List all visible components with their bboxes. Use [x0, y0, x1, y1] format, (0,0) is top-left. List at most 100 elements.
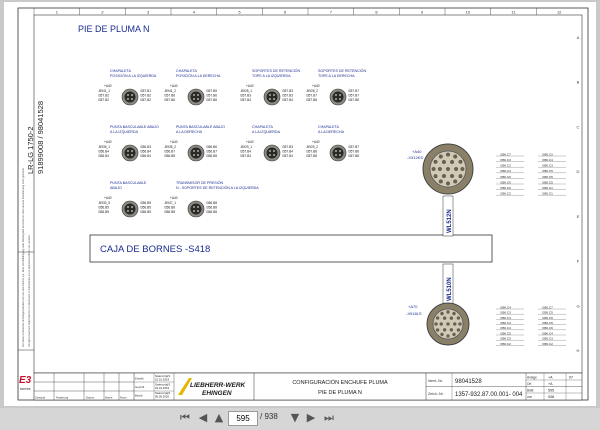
connector-right-label: /356.B8	[206, 206, 217, 210]
big-connector-pin	[446, 181, 450, 186]
cable-wl510n-label: WL510N	[447, 277, 453, 301]
big-connector-label: /356.C5	[500, 337, 511, 341]
down-arrow-icon[interactable]: ▼	[290, 411, 300, 424]
connector-left-label: /357.B2	[98, 94, 109, 98]
e3-series-label: series	[20, 386, 31, 391]
connector-pin	[269, 154, 271, 156]
big-connector-pin	[431, 167, 436, 171]
connector-pin	[197, 94, 199, 96]
connector-ref: +A40	[170, 140, 178, 144]
connector-left-label: -B929_1	[240, 145, 252, 149]
blatt-label: Blatt	[527, 389, 533, 393]
big-connector-1-ref: +A40	[412, 149, 422, 154]
rev-header: Änderung	[56, 396, 69, 400]
cable-wl512n-label: WL512N	[447, 209, 453, 233]
big-connector-pin	[446, 167, 450, 171]
connector-pin	[269, 98, 271, 100]
connector-right-label: /357.B8	[348, 150, 359, 154]
big-connector-pin	[442, 328, 447, 332]
connector-ref: +A40	[246, 84, 254, 88]
connector-right-label: /357.B1	[140, 89, 151, 93]
big-connector-label: /356.C4	[500, 316, 511, 320]
connector-right-label: /357.B6	[206, 98, 217, 102]
connector-title: N - SOPORTES DE RETENCIÓN A LA IZQUIERDA	[176, 185, 259, 190]
big-connector-label: /356.C5	[500, 331, 511, 335]
connector-left-label: -B947_1	[164, 201, 176, 205]
grid-number: 10	[466, 10, 471, 15]
next-page-icon[interactable]: ▶	[306, 411, 316, 424]
big-connector-label: /356.C5	[542, 321, 553, 325]
big-connector-pin	[454, 167, 459, 171]
connector-left-label: /356.B5	[98, 206, 109, 210]
connector-pin	[335, 98, 337, 100]
grid-number: 11	[511, 10, 516, 15]
connector-title: CHAPALETA	[252, 125, 273, 129]
big-connector-pin	[442, 316, 447, 320]
grid-number: 8	[375, 10, 378, 15]
connector-pin	[273, 98, 275, 100]
big-connector-pin	[446, 310, 450, 314]
big-connector-2: WL510N +A70 -X918LS /356.C4/356.C7/356.C…	[406, 263, 566, 346]
connector-left-label: -B928_2	[306, 89, 318, 93]
connector-ref: +A40	[104, 140, 112, 144]
connector-pin	[339, 150, 341, 152]
big-connector-label: /356.C2	[542, 342, 553, 346]
connector-face	[266, 147, 278, 159]
connector-right-label: /357.B3	[282, 89, 293, 93]
big-connector-label: /356.C3	[542, 337, 553, 341]
connector-left-label: /357.B7	[306, 94, 317, 98]
big-connector-label: /356.C3	[500, 311, 511, 315]
connector-left-label: /356.B8	[164, 206, 175, 210]
cable-wl512n-tag	[442, 195, 454, 237]
first-page-icon[interactable]: ⏮	[180, 411, 190, 424]
connector-right-label: /357.B6	[206, 94, 217, 98]
page-number-input[interactable]: 595	[228, 411, 258, 426]
big-connector-pin	[440, 311, 444, 316]
grid-letter: B	[577, 80, 580, 85]
big-connector-pin	[458, 159, 463, 164]
connector-right-label: /357.B8	[348, 98, 359, 102]
connector-pin	[131, 98, 133, 100]
grid-number: 5	[238, 10, 241, 15]
viewer-toolbar: ⏮ ◀ ▲ 595 / 938 ▼ ▶ ⏭	[0, 408, 600, 430]
grid-number: 6	[284, 10, 287, 15]
ident-label: Ident.-Nr.	[428, 379, 443, 383]
big-connector-label: /356.C4	[542, 331, 553, 335]
connector-right-label: /356.B5	[140, 210, 151, 214]
big-connector-pin	[458, 322, 462, 326]
connector-right-label: /356.B3	[140, 145, 151, 149]
e3-logo: E3	[19, 375, 32, 386]
big-connector-pin	[449, 316, 454, 320]
connector-left-label: /356.B5	[98, 210, 109, 214]
big-connector-label: /356.C4	[542, 158, 553, 162]
up-arrow-icon[interactable]: ▲	[214, 411, 224, 424]
connector-pin	[127, 154, 129, 156]
connector-face	[124, 203, 136, 215]
big-connector-2-ref: +A70	[408, 304, 418, 309]
grid-letter: F	[577, 259, 580, 264]
connector-ref: +A40	[312, 84, 320, 88]
connector-right-label: /357.B7	[348, 94, 359, 98]
connector-pin	[131, 154, 133, 156]
connector-title: A LA IZQUIERDA	[110, 130, 139, 134]
company-name-line1: LIEBHERR-WERK	[190, 382, 247, 389]
blatt-value: 595	[548, 389, 554, 393]
grid-letter: G	[576, 303, 579, 308]
connector-pin	[335, 150, 337, 152]
prev-page-icon[interactable]: ◀	[198, 411, 208, 424]
big-connector-pin	[453, 179, 458, 184]
connector-pin	[127, 98, 129, 100]
grid-letter: E	[577, 214, 580, 219]
connector-left-label: /356.B8	[164, 154, 175, 158]
last-page-icon[interactable]: ⏭	[324, 411, 334, 424]
connector-left-label: -B935_1	[98, 145, 110, 149]
connector-pin	[339, 98, 341, 100]
connector-ref: +A40	[312, 140, 320, 144]
connector-pin	[269, 150, 271, 152]
rev-header: Zustand	[35, 396, 46, 400]
big-connector-label: /356.C4	[500, 326, 511, 330]
big-connector-label: /356.C6	[542, 326, 553, 330]
